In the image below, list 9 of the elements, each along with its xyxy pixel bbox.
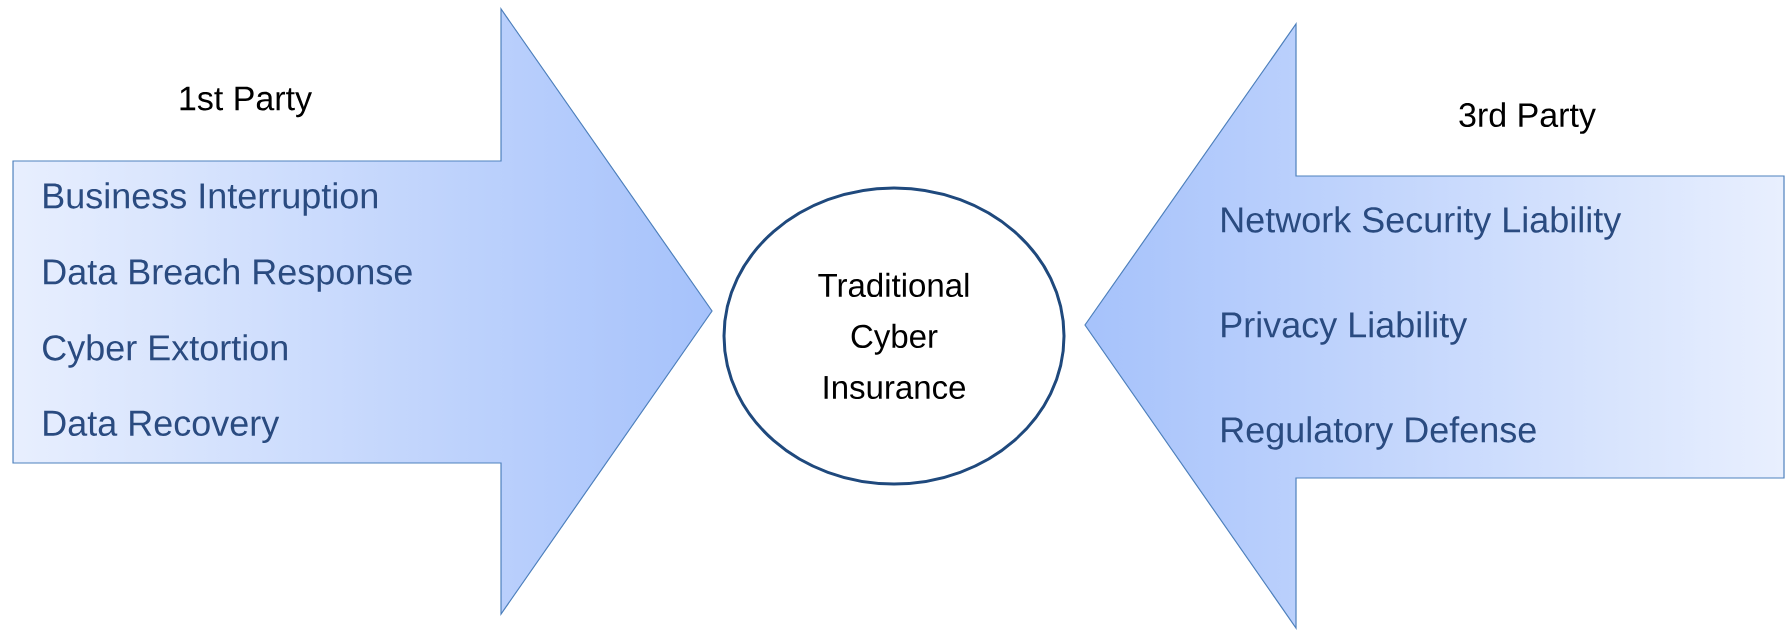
list-item: Data Breach Response xyxy=(44,258,412,292)
list-item: Business Interruption xyxy=(44,182,377,216)
list-item: Network Security Liability xyxy=(1222,206,1622,240)
list-item: Regulatory Defense xyxy=(1222,416,1536,450)
list-item: Cyber Extortion xyxy=(43,334,287,368)
heading: 3rd Party xyxy=(1459,102,1596,134)
list-item: Data Recovery xyxy=(44,410,280,444)
heading: 1st Party xyxy=(180,86,312,118)
list-item: Privacy Liability xyxy=(1222,311,1468,345)
